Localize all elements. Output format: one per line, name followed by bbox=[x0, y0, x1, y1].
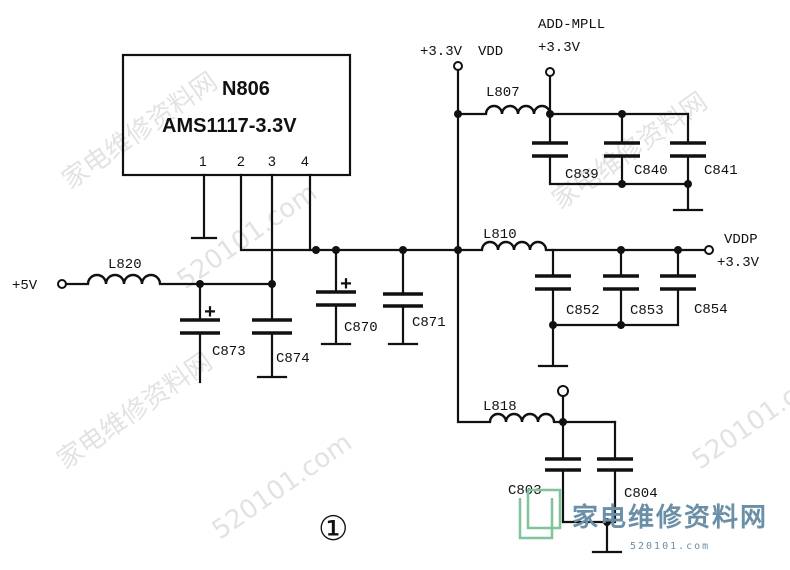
regulator-ic: N806 AMS1117-3.3V 1 2 3 4 bbox=[121, 53, 352, 177]
capacitor-c841-label: C841 bbox=[704, 163, 738, 179]
capacitor-c839: C839 bbox=[532, 112, 690, 186]
ic-pin-2-label: 2 bbox=[237, 153, 245, 169]
vdd-bus: +3.3V VDD bbox=[420, 44, 503, 424]
input-section: +5V L820 bbox=[12, 257, 276, 294]
capacitor-c803: C803 bbox=[508, 420, 581, 524]
ic-pin-3-label: 3 bbox=[268, 153, 276, 169]
polarity-mark: + bbox=[340, 274, 352, 297]
watermark-url: 520101.com bbox=[687, 358, 790, 476]
inductor-l807-label: L807 bbox=[486, 85, 520, 101]
capacitor-c840: C840 bbox=[604, 112, 668, 188]
unlabeled-terminal bbox=[557, 385, 569, 397]
vdd-terminal bbox=[453, 61, 463, 71]
ic-body bbox=[121, 53, 352, 177]
capacitor-c870-label: C870 bbox=[344, 320, 378, 336]
mpll-name-label: ADD-MPLL bbox=[538, 17, 605, 33]
vddp-terminal bbox=[704, 245, 714, 255]
inductor-l818-label: L818 bbox=[483, 399, 517, 415]
junction-dot bbox=[603, 518, 611, 526]
capacitor-c852: C852 bbox=[535, 248, 600, 368]
capacitor-c871: C871 bbox=[383, 248, 446, 346]
capacitor-c874-label: C874 bbox=[276, 351, 310, 367]
capacitor-c871-label: C871 bbox=[412, 315, 446, 331]
capacitor-c853-label: C853 bbox=[630, 303, 664, 319]
capacitor-c839-label: C839 bbox=[565, 167, 599, 183]
ic-pin-leads bbox=[190, 173, 318, 286]
vdd-name-label: VDD bbox=[478, 44, 503, 60]
capacitor-c804: C804 bbox=[561, 420, 658, 554]
capacitor-c870: + C870 bbox=[316, 248, 378, 346]
inductor-l810-label: L810 bbox=[483, 227, 517, 243]
mpll-voltage-label: +3.3V bbox=[538, 40, 581, 56]
input-rail-label: +5V bbox=[12, 278, 38, 294]
junction-dot bbox=[312, 246, 320, 254]
output-bus bbox=[312, 246, 462, 254]
inductor-l820-label: L820 bbox=[108, 257, 142, 273]
capacitor-c841: C841 bbox=[670, 112, 738, 212]
capacitor-c854-label: C854 bbox=[694, 302, 728, 318]
mpll-terminal bbox=[545, 67, 555, 77]
mpll-branch: L807 ADD-MPLL +3.3V bbox=[456, 17, 690, 118]
capacitor-c874: C874 bbox=[252, 282, 310, 379]
junction-dot bbox=[618, 180, 626, 188]
vdd-voltage-label: +3.3V bbox=[420, 44, 463, 60]
polarity-mark: + bbox=[204, 302, 216, 325]
capacitor-c852-label: C852 bbox=[566, 303, 600, 319]
watermark-url: 520101.com bbox=[172, 178, 323, 296]
inductor-l820 bbox=[86, 273, 162, 285]
logo-text: 家电维修资料网 bbox=[572, 502, 768, 533]
junction-dot bbox=[684, 180, 692, 188]
ic-pin-1-label: 1 bbox=[199, 153, 207, 169]
capacitor-c854: C854 bbox=[619, 248, 728, 327]
inductor-l818 bbox=[488, 412, 556, 423]
capacitor-c873-label: C873 bbox=[212, 344, 246, 360]
book-icon bbox=[518, 488, 562, 540]
inductor-l810 bbox=[480, 240, 548, 251]
ic-part-label: AMS1117-3.3V bbox=[162, 115, 297, 137]
vddp-name-label: VDDP bbox=[724, 232, 758, 248]
inductor-l807 bbox=[484, 104, 552, 115]
figure-marker: ① bbox=[318, 509, 348, 549]
capacitor-c873: + C873 bbox=[180, 282, 246, 384]
bottom-branch: L818 bbox=[483, 385, 617, 426]
ic-ref-label: N806 bbox=[222, 78, 270, 100]
ic-pin-4-label: 4 bbox=[301, 153, 309, 169]
capacitor-c804-label: C804 bbox=[624, 486, 658, 502]
capacitor-c840-label: C840 bbox=[634, 163, 668, 179]
vddp-voltage-label: +3.3V bbox=[717, 255, 760, 271]
vddp-branch: L810 VDDP +3.3V bbox=[456, 227, 760, 271]
capacitor-c803-label: C803 bbox=[508, 483, 542, 499]
site-logo: 家电维修资料网 520101.com bbox=[518, 488, 768, 552]
watermark-text: 家电维修资料网 bbox=[52, 347, 218, 476]
logo-url: 520101.com bbox=[630, 541, 710, 552]
input-terminal bbox=[57, 279, 67, 289]
